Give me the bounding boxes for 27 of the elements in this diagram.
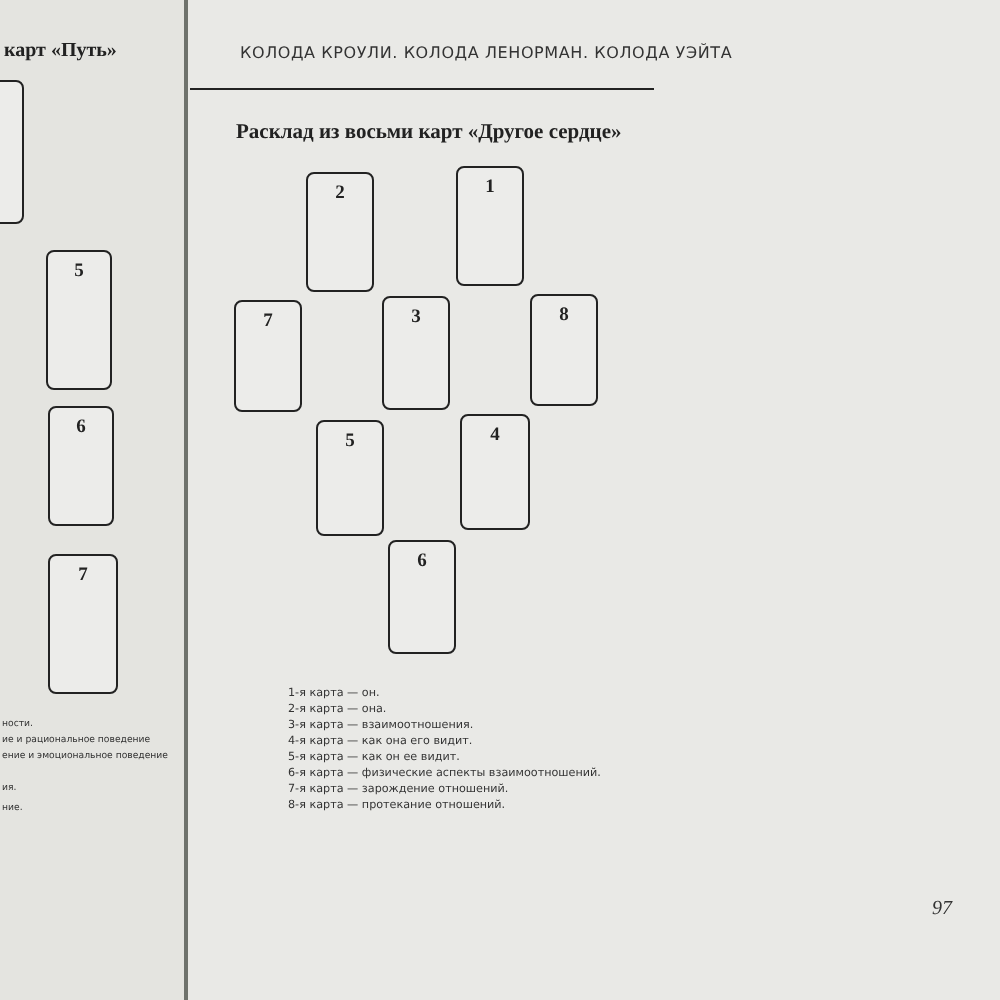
card-number: 5: [345, 432, 355, 452]
card-slot: [48, 406, 114, 526]
card-number: 3: [411, 308, 421, 328]
card-number: 2: [335, 184, 345, 204]
heading-fragment: карт «Путь»: [4, 40, 117, 62]
card-slot: [234, 300, 302, 412]
card-number: 6: [76, 418, 86, 438]
card-slot: [456, 166, 524, 286]
card-slot: [48, 554, 118, 694]
page-number: 97: [932, 898, 952, 920]
card-number: 4: [490, 426, 500, 446]
card-slot: [0, 80, 24, 224]
title: Расклад из восьми карт «Другое сердце»: [236, 122, 622, 144]
card-slot: [306, 172, 374, 292]
card-number: 7: [263, 312, 273, 332]
card-number: 8: [559, 306, 569, 326]
card-slot: [382, 296, 450, 410]
card-number: 1: [485, 178, 495, 198]
card-slot: [46, 250, 112, 390]
card-slot: [460, 414, 530, 530]
card-slot: [530, 294, 598, 406]
card-number: 6: [417, 552, 427, 572]
running-header: КОЛОДА КРОУЛИ. КОЛОДА ЛЕНОРМАН. КОЛОДА УЭЙТА: [240, 44, 733, 62]
card-number: 5: [74, 262, 84, 282]
card-slot: [316, 420, 384, 536]
card-number: 7: [78, 566, 88, 586]
card-slot: [388, 540, 456, 654]
